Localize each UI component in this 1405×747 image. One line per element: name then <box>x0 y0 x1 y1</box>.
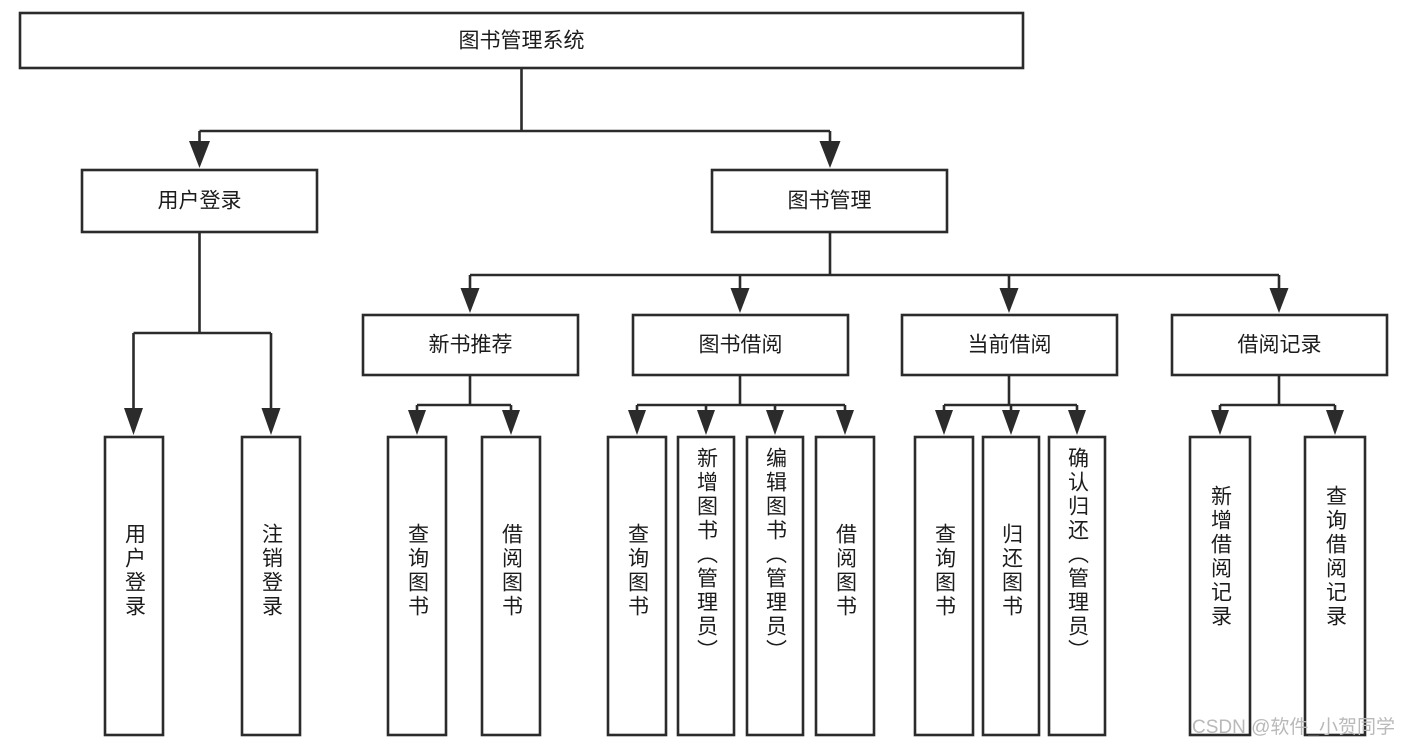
node-book-borrow-label: 图书借阅 <box>699 334 783 357</box>
node-book-management-label: 图书管理 <box>788 190 872 213</box>
node-borrow-record[interactable]: 借阅记录 <box>1170 313 1389 377</box>
node-current-borrow-label: 当前借阅 <box>968 334 1052 357</box>
leaf-return-book[interactable]: 归还图书 <box>983 437 1039 735</box>
leaf-user-login-label: 用户登录 <box>122 523 146 619</box>
arrow-head-leaf-query-book-cur <box>935 410 953 435</box>
leaf-rect-borrow-book-rec[interactable] <box>480 435 542 737</box>
leaf-rect-query-book-rec[interactable] <box>386 435 448 737</box>
node-user-login-label: 用户登录 <box>158 190 242 213</box>
arrow-head-leaf-add-book <box>697 410 715 435</box>
watermark: CSDN @软件_小贺同学 <box>1192 717 1395 738</box>
connector-book-management-bus <box>468 232 1281 290</box>
node-book-borrow[interactable]: 图书借阅 <box>631 313 850 377</box>
arrow-head-leaf-query-book-rec <box>408 410 426 435</box>
leaf-return-book-label: 归还图书 <box>999 523 1023 619</box>
leaf-confirm-return-label: 确认归还（管理员） <box>1065 447 1089 663</box>
arrow-head-leaf-return-book <box>1002 410 1020 435</box>
node-current-borrow[interactable]: 当前借阅 <box>900 313 1119 377</box>
arrow-head-current-borrow <box>999 288 1019 313</box>
node-book-management[interactable]: 图书管理 <box>710 168 949 234</box>
node-book-management-rect[interactable] <box>710 168 949 234</box>
leaf-borrow-book-rec[interactable]: 借阅图书 <box>482 437 540 735</box>
leaf-add-book[interactable]: 新增图书（管理员） <box>678 437 734 735</box>
leaf-rect-confirm-return[interactable] <box>1047 435 1107 737</box>
leaf-edit-book[interactable]: 编辑图书（管理员） <box>747 437 803 735</box>
leaf-add-book-label: 新增图书（管理员） <box>694 447 718 663</box>
arrow-head-leaf-edit-book <box>766 410 784 435</box>
arrow-head-leaf-confirm-return <box>1068 410 1086 435</box>
leaf-query-record-label: 查询借阅记录 <box>1323 485 1347 629</box>
leaf-rect-borrow-book[interactable] <box>814 435 876 737</box>
leaf-rect-return-book[interactable] <box>981 435 1041 737</box>
leaf-rect-logout[interactable] <box>240 435 302 737</box>
leaf-query-book-cur-label: 查询图书 <box>932 523 956 619</box>
connector-user-login-branch <box>132 232 273 410</box>
arrow-head-user-login <box>189 141 210 168</box>
leaf-borrow-book[interactable]: 借阅图书 <box>816 437 874 735</box>
connector-book-borrow-branch <box>635 375 847 412</box>
node-user-login[interactable]: 用户登录 <box>80 168 319 234</box>
leaf-query-book-rec[interactable]: 查询图书 <box>388 437 446 735</box>
leaf-rect-user-login[interactable] <box>103 435 165 737</box>
leaf-query-book-cur[interactable]: 查询图书 <box>915 437 973 735</box>
node-root-rect[interactable] <box>18 11 1025 70</box>
arrow-head-leaf-add-record <box>1211 410 1229 435</box>
leaf-logout-label: 注销登录 <box>259 523 283 619</box>
leaf-query-book-borrow[interactable]: 查询图书 <box>608 437 666 735</box>
arrow-head-leaf-query-record <box>1326 410 1344 435</box>
leaf-rect-add-record[interactable] <box>1188 435 1252 737</box>
arrow-head-leaf-query-book-borrow <box>628 410 646 435</box>
node-user-login-rect[interactable] <box>80 168 319 234</box>
node-book-borrow-rect[interactable] <box>631 313 850 377</box>
leaf-user-login[interactable]: 用户登录 <box>105 437 163 735</box>
connector-root-to-bus <box>198 68 832 143</box>
arrow-head-book-borrow <box>730 288 750 313</box>
connector-layer <box>124 68 1344 435</box>
leaf-rect-query-book-borrow[interactable] <box>606 435 668 737</box>
leaf-add-record[interactable]: 新增借阅记录 <box>1190 437 1250 735</box>
leaf-rect-query-book-cur[interactable] <box>913 435 975 737</box>
leaf-borrow-book-label: 借阅图书 <box>833 523 857 619</box>
node-current-borrow-rect[interactable] <box>900 313 1119 377</box>
node-new-book-recommend[interactable]: 新书推荐 <box>361 313 580 377</box>
connector-new-book-recommend-branch <box>415 375 513 412</box>
leaf-query-record[interactable]: 查询借阅记录 <box>1305 437 1365 735</box>
node-borrow-record-label: 借阅记录 <box>1238 334 1322 357</box>
leaf-edit-book-label: 编辑图书（管理员） <box>763 447 787 663</box>
leaf-borrow-book-rec-label: 借阅图书 <box>499 523 523 619</box>
leaf-rect-query-record[interactable] <box>1303 435 1367 737</box>
arrow-head-book-management <box>819 141 841 168</box>
leaf-logout[interactable]: 注销登录 <box>242 437 300 735</box>
connector-current-borrow-branch <box>942 375 1079 412</box>
node-new-book-recommend-rect[interactable] <box>361 313 580 377</box>
connector-borrow-record-branch <box>1218 375 1337 412</box>
arrow-head-borrow-record <box>1269 288 1289 313</box>
node-new-book-recommend-label: 新书推荐 <box>429 334 513 357</box>
node-root-label: 图书管理系统 <box>459 30 585 53</box>
arrow-head-leaf-logout <box>261 408 281 435</box>
leaf-query-book-borrow-label: 查询图书 <box>625 523 649 619</box>
leaf-rect-edit-book[interactable] <box>745 435 805 737</box>
arrow-head-leaf-borrow-book <box>836 410 854 435</box>
arrow-head-leaf-user-login <box>124 408 143 435</box>
arrow-head-new-book-recommend <box>460 288 480 313</box>
arrow-head-leaf-borrow-book-rec <box>502 410 520 435</box>
node-borrow-record-rect[interactable] <box>1170 313 1389 377</box>
leaf-rect-add-book[interactable] <box>676 435 736 737</box>
node-root[interactable]: 图书管理系统 <box>18 11 1025 70</box>
leaf-query-book-rec-label: 查询图书 <box>405 523 429 619</box>
leaf-add-record-label: 新增借阅记录 <box>1208 485 1232 629</box>
leaf-confirm-return[interactable]: 确认归还（管理员） <box>1049 437 1105 735</box>
node-layer: 图书管理系统 用户登录 图书管理 新书推荐 图书借阅 当前 <box>18 11 1389 737</box>
